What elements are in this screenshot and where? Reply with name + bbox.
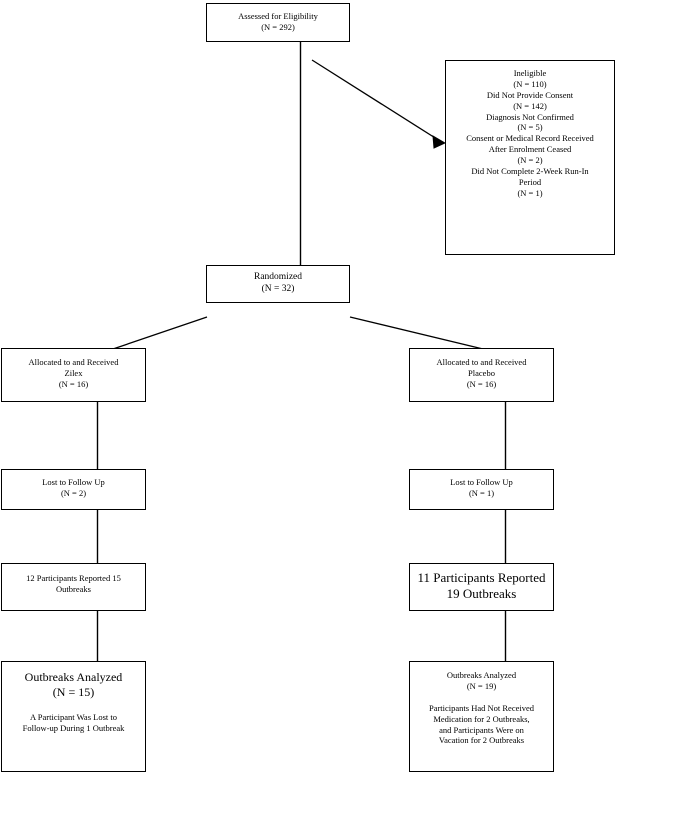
ineligible-line-7: Consent or Medical Record Received (466, 133, 594, 144)
alloc-left-line-3: (N = 16) (58, 378, 89, 389)
lost-right-line-1: Lost to Follow Up (450, 477, 513, 487)
reported-left-line-2: Outbreaks (56, 583, 91, 594)
lost-left-line-1: Lost to Follow Up (42, 477, 105, 487)
analyzed-right-line-5: and Participants Were on (439, 724, 524, 735)
analyzed-right-spacer (413, 692, 550, 703)
analyzed-right-line-1: Outbreaks Analyzed (446, 670, 517, 680)
connector-assessed-to-ineligible (311, 59, 441, 142)
ineligible-line-10: Did Not Complete 2-Week Run-In (471, 165, 589, 176)
analyzed-right-line-4: Medication for 2 Outbreaks, (433, 713, 530, 724)
node-allocated-placebo[interactable]: Allocated to and Received Placebo (N = 1… (409, 348, 554, 402)
analyzed-left-line-4: Follow-up During 1 Outbreak (22, 722, 125, 733)
node-reported-outbreaks-left[interactable]: 12 Participants Reported 15 Outbreaks (1, 563, 146, 611)
connector-randomized-to-alloc-right (349, 316, 484, 350)
lost-right-line-2: (N = 1) (468, 487, 495, 498)
node-allocated-zilex[interactable]: Allocated to and Received Zilex (N = 16) (1, 348, 146, 402)
ineligible-line-12: (N = 1) (517, 187, 543, 198)
assessed-count: (N = 292) (261, 21, 295, 32)
ineligible-line-9: (N = 2) (517, 155, 543, 165)
ineligible-line-2: (N = 110) (513, 78, 547, 89)
node-outbreaks-analyzed-left[interactable]: Outbreaks Analyzed (N = 15) A Participan… (1, 661, 146, 772)
node-ineligible[interactable]: Ineligible (N = 110) Did Not Provide Con… (445, 60, 615, 255)
alloc-right-line-1: Allocated to and Received (436, 357, 527, 367)
alloc-right-line-3: (N = 16) (466, 378, 497, 389)
alloc-left-line-1: Allocated to and Received (28, 357, 119, 367)
arrowhead-ineligible (432, 135, 447, 149)
randomized-count: (N = 32) (261, 284, 295, 295)
analyzed-right-line-3: Participants Had Not Received (428, 702, 535, 713)
node-outbreaks-analyzed-right[interactable]: Outbreaks Analyzed (N = 19) Participants… (409, 661, 554, 772)
alloc-right-line-2: Placebo (468, 367, 495, 378)
ineligible-line-8: After Enrolment Ceased (488, 144, 572, 155)
analyzed-left-line-1: Outbreaks Analyzed (24, 670, 123, 684)
randomized-label: Randomized (253, 272, 302, 282)
analyzed-left-line-2: (N = 15) (52, 685, 95, 700)
analyzed-left-spacer (5, 701, 142, 712)
analyzed-right-line-6: Vacation for 2 Outbreaks (438, 735, 525, 746)
node-reported-outbreaks-right[interactable]: 11 Participants Reported 19 Outbreaks (409, 563, 554, 611)
assessed-label: Assessed for Eligibility (238, 11, 318, 21)
ineligible-line-1: Ineligible (513, 68, 547, 78)
reported-left-line-1: 12 Participants Reported 15 (26, 573, 121, 583)
node-assessed-for-eligibility[interactable]: Assessed for Eligibility (N = 292) (206, 3, 350, 42)
ineligible-line-5: Diagnosis Not Confirmed (486, 111, 574, 122)
analyzed-left-line-3: A Participant Was Lost to (30, 711, 117, 722)
node-randomized[interactable]: Randomized (N = 32) (206, 265, 350, 303)
reported-right-line-1: 11 Participants Reported (417, 570, 546, 585)
reported-right-line-2: 19 Outbreaks (446, 585, 517, 601)
alloc-left-line-2: Zilex (64, 367, 83, 378)
connector-randomized-to-alloc-left (112, 316, 208, 350)
ineligible-line-3: Did Not Provide Consent (486, 89, 574, 100)
analyzed-right-line-2: (N = 19) (466, 680, 497, 691)
lost-left-line-2: (N = 2) (60, 487, 87, 498)
node-lost-to-follow-up-right[interactable]: Lost to Follow Up (N = 1) (409, 469, 554, 510)
node-lost-to-follow-up-left[interactable]: Lost to Follow Up (N = 2) (1, 469, 146, 510)
ineligible-line-4: (N = 142) (513, 100, 547, 111)
ineligible-line-11: Period (518, 176, 542, 187)
ineligible-line-6: (N = 5) (517, 122, 543, 133)
